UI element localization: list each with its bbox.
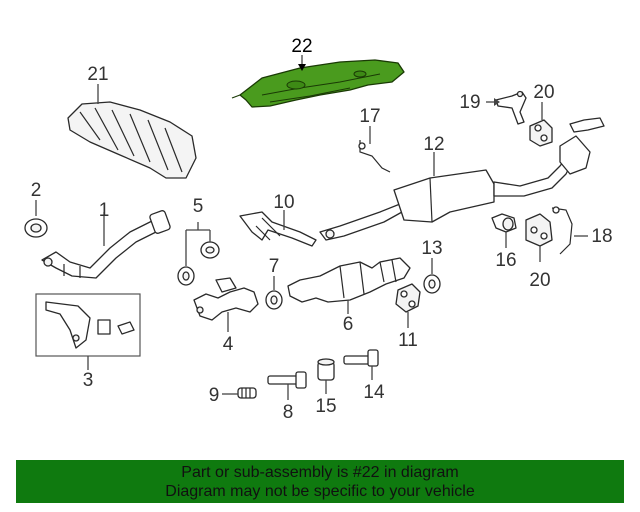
part-9-stud[interactable]	[237, 387, 257, 399]
info-banner: Part or sub-assembly is #22 in diagram D…	[16, 460, 624, 503]
callout-13: 13	[421, 238, 442, 259]
part-12-center-pipe-muffler[interactable]	[319, 117, 605, 241]
callout-8: 8	[283, 402, 294, 423]
part-13-gasket[interactable]	[423, 274, 441, 294]
part-17-hanger[interactable]	[358, 140, 391, 173]
part-6-catalytic-converter[interactable]	[287, 257, 411, 303]
callout-10: 10	[273, 192, 294, 213]
part-11-hanger[interactable]	[395, 283, 421, 313]
callout-21: 21	[87, 64, 108, 85]
leader-5	[185, 222, 211, 266]
callout-17: 17	[359, 106, 380, 127]
part-1-front-pipe[interactable]	[41, 210, 171, 279]
part-15-nut[interactable]	[317, 358, 335, 381]
part-16-clamp[interactable]	[491, 213, 517, 233]
part-4-front-pipe-section[interactable]	[193, 277, 259, 321]
part-22-heat-insulator[interactable]	[231, 59, 405, 108]
callout-9: 9	[209, 385, 220, 406]
callout-6: 6	[343, 314, 354, 335]
banner-line-2: Diagram may not be specific to your vehi…	[165, 483, 475, 500]
callout-19: 19	[459, 92, 480, 113]
part-7-gasket[interactable]	[265, 290, 283, 310]
part-19-bracket[interactable]	[495, 90, 527, 125]
part-8-bolt[interactable]	[267, 371, 307, 389]
callout-18: 18	[591, 226, 612, 247]
banner-line-1: Part or sub-assembly is #22 in diagram	[181, 464, 459, 481]
part-20-hanger-upper[interactable]	[529, 119, 553, 147]
part-20-hanger-lower[interactable]	[525, 213, 553, 247]
callout-22: 22	[291, 36, 312, 57]
exhaust-system-diagram: 22 21 2 1 3 5 10 17 12 19 20 16 20 18 7 …	[24, 36, 613, 423]
part-10-bracket[interactable]	[239, 211, 317, 247]
callout-11: 11	[398, 330, 418, 351]
leader-arrow-22	[298, 64, 306, 71]
part-14-bolt[interactable]	[343, 349, 379, 367]
callout-5: 5	[193, 196, 204, 217]
callout-3: 3	[83, 370, 94, 391]
callout-4: 4	[223, 334, 234, 355]
callout-14: 14	[363, 382, 385, 403]
callout-2: 2	[31, 180, 42, 201]
part-3-bracket-box[interactable]	[35, 293, 141, 357]
callout-20-lower: 20	[529, 270, 550, 291]
callout-20-upper: 20	[533, 82, 554, 103]
callout-15: 15	[315, 396, 336, 417]
callout-1: 1	[99, 200, 110, 221]
part-18-hanger-rod[interactable]	[551, 206, 573, 255]
callout-16: 16	[495, 250, 516, 271]
leader-arrow-19	[494, 98, 500, 106]
callout-12: 12	[423, 134, 444, 155]
part-5-grommets[interactable]	[177, 241, 220, 286]
callout-7: 7	[269, 256, 280, 277]
part-21-manifold-heat-shield[interactable]	[67, 101, 197, 179]
part-2-gasket[interactable]	[24, 218, 48, 238]
